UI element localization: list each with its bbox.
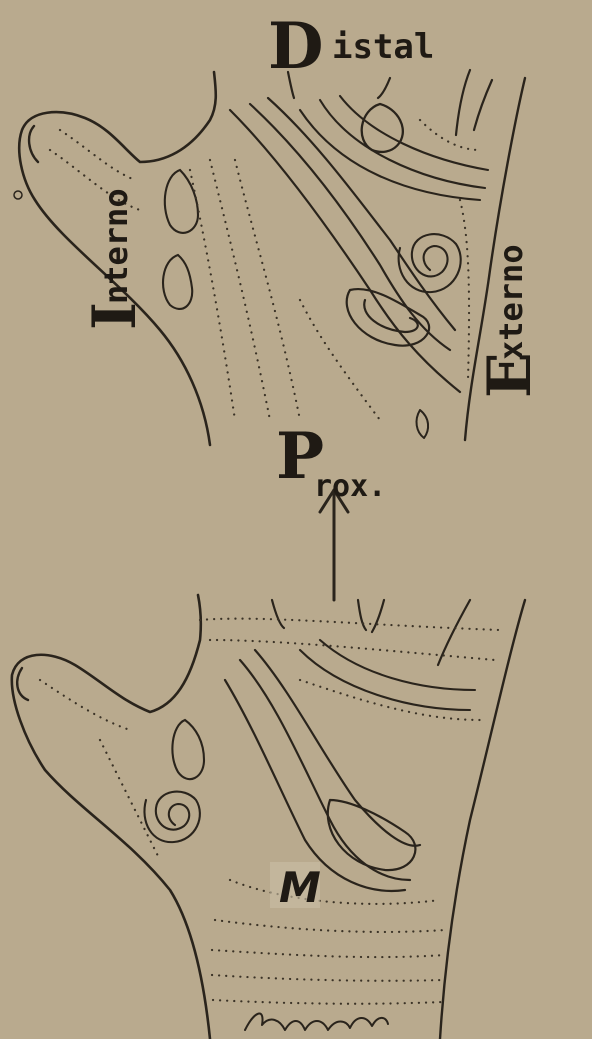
externo-label: xterno bbox=[492, 244, 530, 360]
prox-label: rox. bbox=[314, 469, 386, 504]
interno-initial: I bbox=[80, 302, 150, 330]
distal-initial: D bbox=[268, 9, 324, 84]
distal-label: istal bbox=[332, 27, 434, 67]
interno-label: nterno bbox=[97, 188, 135, 304]
region-mark-m: M bbox=[279, 863, 321, 912]
